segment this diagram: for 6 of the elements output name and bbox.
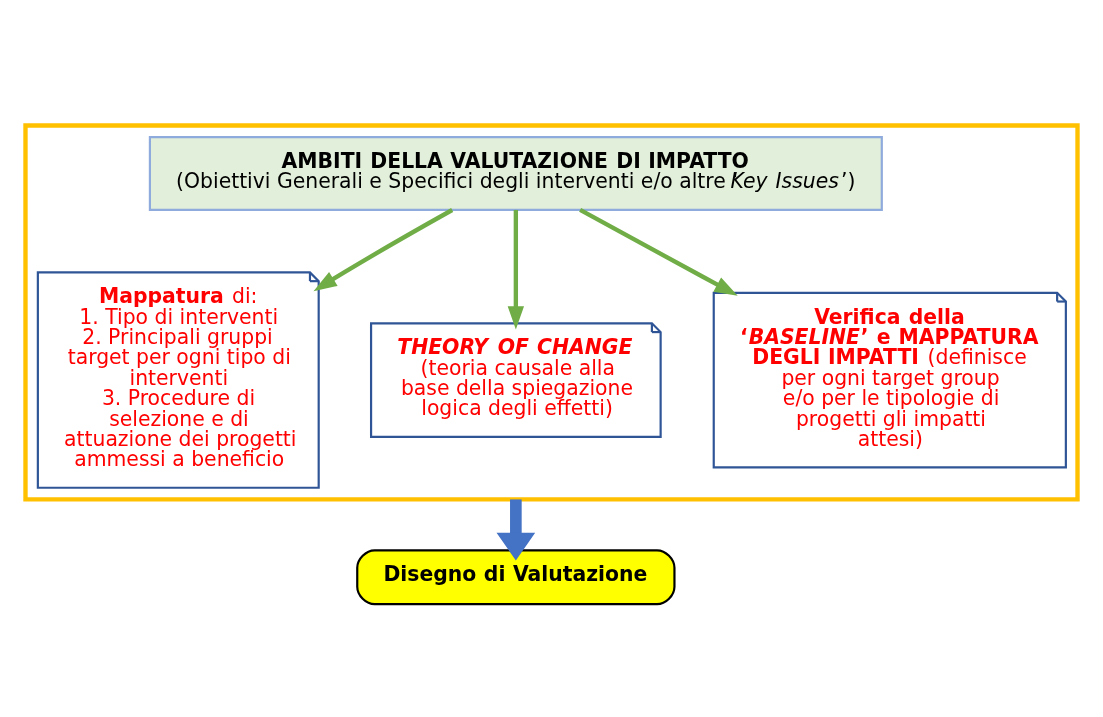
node-box: Disegno di Valutazione	[356, 548, 676, 605]
arrow	[579, 207, 738, 296]
arrow	[313, 207, 454, 291]
arrow	[507, 209, 524, 330]
arrow	[496, 498, 536, 560]
cluster	[23, 122, 1080, 502]
